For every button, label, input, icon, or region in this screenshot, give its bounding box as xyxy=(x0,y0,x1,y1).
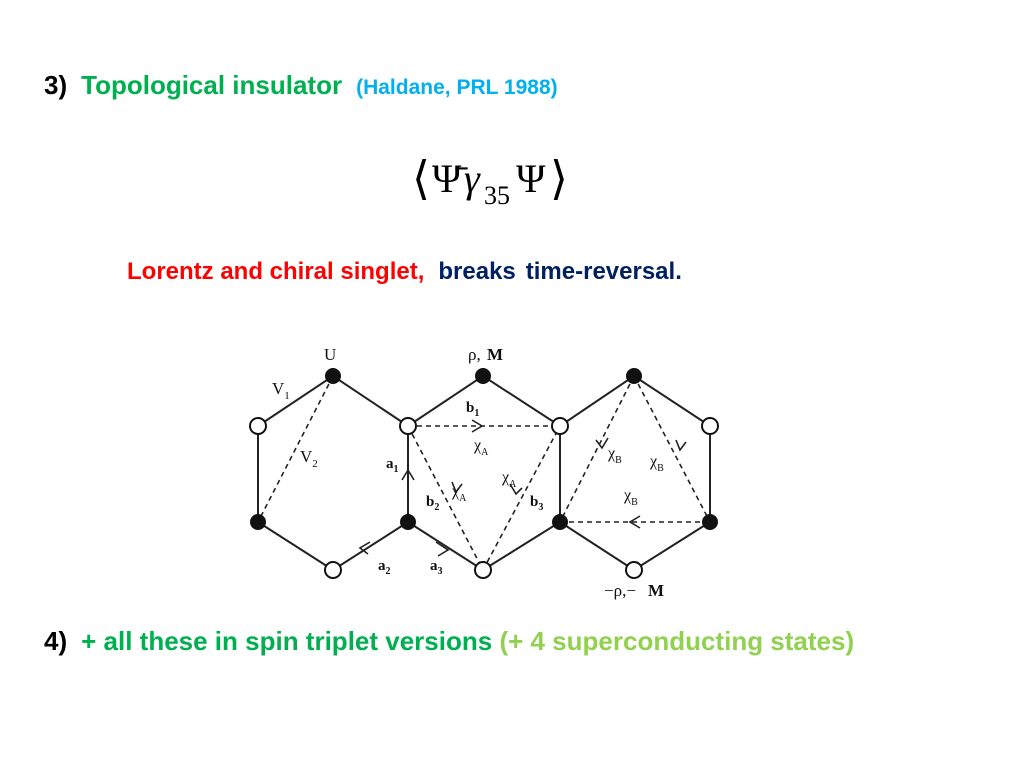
label-u: U xyxy=(324,345,336,364)
formula-gamma: γ xyxy=(464,156,481,201)
label-b1: b1 xyxy=(466,400,479,419)
lattice-labels: U ρ, M V1 V2 b1 χA a1 χA χA b2 b3 χB χB … xyxy=(272,345,664,600)
singlet-description: Lorentz and chiral singlet, breaks time-re… xyxy=(127,258,682,286)
label-chi-a-left: χA xyxy=(451,483,467,504)
site-b-open xyxy=(551,417,569,435)
superconducting-states-text: (+ 4 superconducting states) xyxy=(499,626,855,656)
site-a-filled xyxy=(552,514,568,530)
formula-psi: Ψ xyxy=(516,156,546,201)
honeycomb-lattice-diagram: U ρ, M V1 V2 b1 χA a1 χA χA b2 b3 χB χB … xyxy=(249,345,719,600)
label-v1: V1 xyxy=(272,379,290,402)
label-minus-m: M xyxy=(648,581,664,600)
site-b-open xyxy=(399,417,417,435)
label-a1: a1 xyxy=(386,456,399,475)
lorentz-chiral-singlet-text: Lorentz and chiral singlet, xyxy=(127,258,425,285)
item-4-heading: 4) + all these in spin triplet versions (… xyxy=(44,626,854,657)
site-a-filled xyxy=(475,368,491,384)
site-a-filled xyxy=(626,368,642,384)
site-b-open xyxy=(474,561,492,579)
breaks-text: breaks xyxy=(438,258,516,285)
label-chi-b-right: χB xyxy=(649,453,664,474)
label-chi-a-top: χA xyxy=(473,437,489,458)
label-chi-b-left: χB xyxy=(607,445,622,466)
site-b-open xyxy=(249,417,267,435)
time-reversal-text: time-reversal. xyxy=(525,258,682,285)
site-a-filled xyxy=(250,514,266,530)
label-a2: a2 xyxy=(378,558,391,577)
label-chi-b-bottom: χB xyxy=(623,487,638,508)
label-m: M xyxy=(487,345,503,364)
site-a-filled xyxy=(702,514,718,530)
hopping-arrows xyxy=(358,419,687,557)
order-parameter-formula: ⟨ Ψ̄ γ 35 Ψ ⟩ xyxy=(412,153,568,210)
item-number: 4) xyxy=(44,626,68,656)
label-b2: b2 xyxy=(426,494,439,513)
label-a3: a3 xyxy=(430,558,443,577)
formula-right-bracket: ⟩ xyxy=(550,153,568,204)
site-b-open xyxy=(625,561,643,579)
lattice-sites xyxy=(249,368,719,579)
formula-left-bracket: ⟨ xyxy=(412,153,430,204)
label-minus-rho: −ρ,− xyxy=(604,581,636,600)
item-3-heading: 3) Topological insulator (Haldane, PRL 198… xyxy=(44,70,558,101)
site-a-filled xyxy=(400,514,416,530)
hexagon-edges xyxy=(257,375,711,571)
label-rho: ρ, xyxy=(468,345,481,364)
label-b3: b3 xyxy=(530,494,543,513)
site-b-open xyxy=(324,561,342,579)
site-a-filled xyxy=(325,368,341,384)
formula-subscript: 35 xyxy=(484,181,510,210)
item-number: 3) xyxy=(44,70,68,100)
topological-insulator-title: Topological insulator xyxy=(81,70,343,100)
next-nearest-neighbor-bonds xyxy=(257,375,711,571)
label-chi-a-right: χA xyxy=(501,469,517,490)
site-b-open xyxy=(701,417,719,435)
label-v2: V2 xyxy=(300,447,318,470)
spin-triplet-text: + all these in spin triplet versions xyxy=(81,626,493,656)
haldane-reference: (Haldane, PRL 1988) xyxy=(356,76,558,99)
